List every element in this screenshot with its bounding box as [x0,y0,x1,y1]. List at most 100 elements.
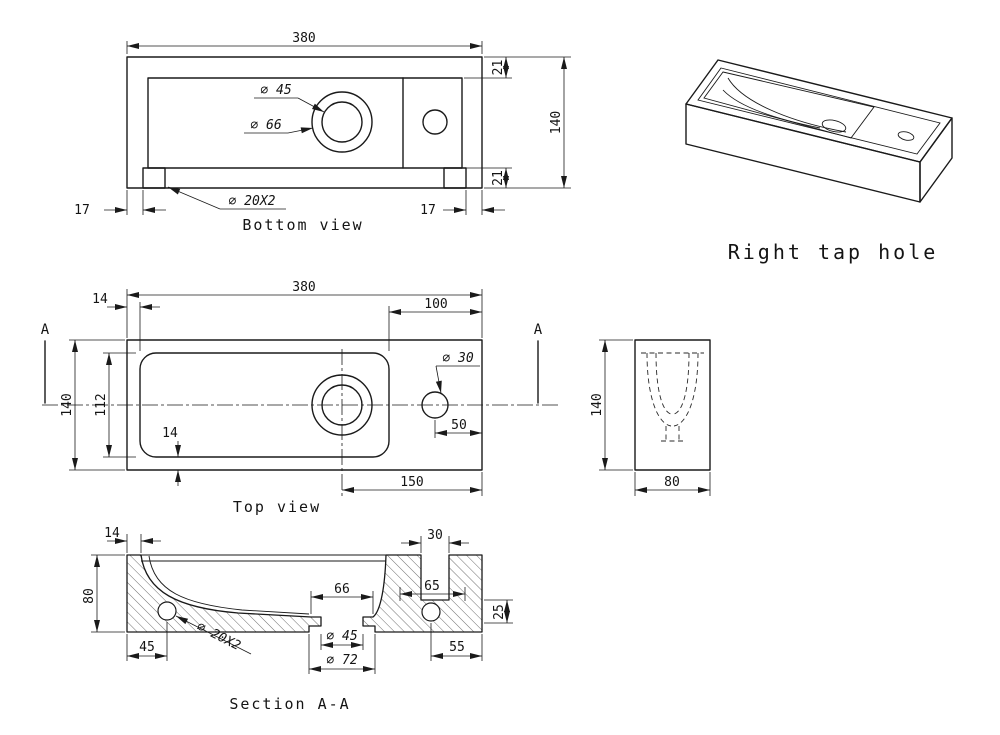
hidden-basin-curve [655,352,672,415]
dim-text: 21 [491,60,506,76]
iso-basin-contour [727,77,847,133]
dim-bottom-foot-offset-right: 17 [420,190,505,218]
dim-bottom-overall-width: 380 [126,31,483,54]
dim-section-rim-thickness: 14 [104,526,161,553]
dim-text: 80 [664,475,680,490]
dim-side-height: 140 [590,339,633,471]
dim-text: 380 [292,31,315,46]
top-view: A A 380 14 100 140 [41,280,558,516]
bottom-drain-outer-circle [311,91,373,153]
leader-line [297,97,325,113]
callout-section-drain-recess: ⌀ 72 [308,634,376,674]
dim-text: 14 [92,292,108,307]
isometric-view: Right tap hole [685,59,953,264]
dim-text: 30 [427,528,443,543]
hidden-basin-curve [673,352,690,415]
hidden-basin-curve [673,352,699,427]
dim-bottom-foot-offset-left: 17 [74,190,166,218]
section-letter: A [534,322,543,338]
dim-text: 140 [590,393,605,416]
dim-section-deck-thickness: 25 [484,599,513,624]
bottom-inner-outline [147,77,463,169]
dim-top-tap-from-edge: 50 [434,418,482,438]
callout-text: ⌀ 45 [326,629,357,644]
leader-line [435,365,442,394]
iso-basin-outline [703,71,875,139]
dim-text: 45 [139,640,155,655]
dim-text: 100 [424,297,447,312]
dim-text: 14 [162,426,178,441]
iso-tap-hole [897,131,915,141]
dim-top-basin-depth: 112 [94,352,136,458]
section-basin-slope-edge [148,555,310,615]
dim-top-overall-depth: 140 [60,339,125,471]
callout-text: ⌀ 72 [326,653,357,668]
dim-text: 380 [292,280,315,295]
callout-text: ⌀ 30 [442,351,473,366]
bottom-drain-inner-circle [321,101,363,143]
dim-text: 50 [451,418,467,433]
dim-section-foot-from-right: 55 [430,623,483,661]
leader-line [287,127,314,134]
section-marker-left: A [41,322,50,404]
bottom-view: 380 21 140 21 17 [74,31,571,234]
iso-inner-rim [697,67,941,155]
dim-text: 17 [74,203,90,218]
dim-text: 150 [400,475,423,490]
dim-section-foot-from-left: 45 [126,622,168,661]
section-left-foot-hole [157,601,177,621]
dim-section-tap-hole-width: 30 [401,528,469,553]
dim-text: 17 [420,203,436,218]
dim-text: 66 [334,582,350,597]
bottom-outer-outline [126,56,483,189]
dim-text: 21 [491,170,506,186]
dim-text: 140 [60,393,75,416]
dim-top-rim-left: 14 [92,292,160,351]
side-outline [634,339,711,471]
dim-text: 55 [449,640,465,655]
dim-text: 112 [94,393,109,416]
dim-top-deck-width: 100 [388,297,482,351]
callout-bottom-drain-inner: ⌀ 45 [254,83,325,113]
hidden-basin-curve [646,352,672,427]
dim-section-overall-height: 80 [82,554,125,633]
callout-bottom-drain-outer: ⌀ 66 [244,118,314,134]
dim-bottom-top-margin: 21 [464,56,571,79]
iso-right-face [919,117,953,203]
iso-basin-contour [722,89,821,129]
leader-line [175,615,252,655]
dim-top-rim-bottom: 14 [162,426,181,486]
callout-text: ⌀ 45 [260,83,291,98]
callout-text: ⌀ 66 [250,118,281,133]
dim-top-overall-width: 380 [126,280,483,338]
dim-bottom-overall-height: 140 [484,57,571,189]
dim-text: 14 [104,526,120,541]
side-view: 140 80 [590,339,711,496]
dim-text: 80 [82,588,97,604]
section-right-deck-hatched [362,554,483,633]
bottom-right-foot [443,167,467,189]
section-view-label: Section A-A [229,695,350,713]
dim-text: 65 [424,579,440,594]
dim-top-drain-from-edge: 150 [342,472,483,496]
dim-section-basin-floor-width: 66 [310,582,374,614]
section-marker-right: A [534,322,543,404]
bottom-left-foot [142,167,166,189]
iso-drain-hole [821,119,847,133]
callout-bottom-foot-holes: ⌀ 20X2 [167,186,286,210]
top-view-label: Top view [233,498,321,516]
dim-text: 140 [549,111,564,134]
isometric-caption: Right tap hole [728,240,939,264]
bottom-tap-hole-circle [422,109,448,135]
leader-line [167,186,221,210]
callout-top-tap-hole: ⌀ 30 [435,351,480,394]
dim-side-depth: 80 [634,472,711,496]
callout-text: ⌀ 20X2 [229,194,276,209]
bottom-view-label: Bottom view [242,216,363,234]
dim-bottom-bottom-margin: 21 [464,167,512,188]
callout-section-drain-hole: ⌀ 45 [320,629,364,650]
dim-section-deck-width: 65 [399,579,466,601]
section-right-foot-hole [421,602,441,622]
